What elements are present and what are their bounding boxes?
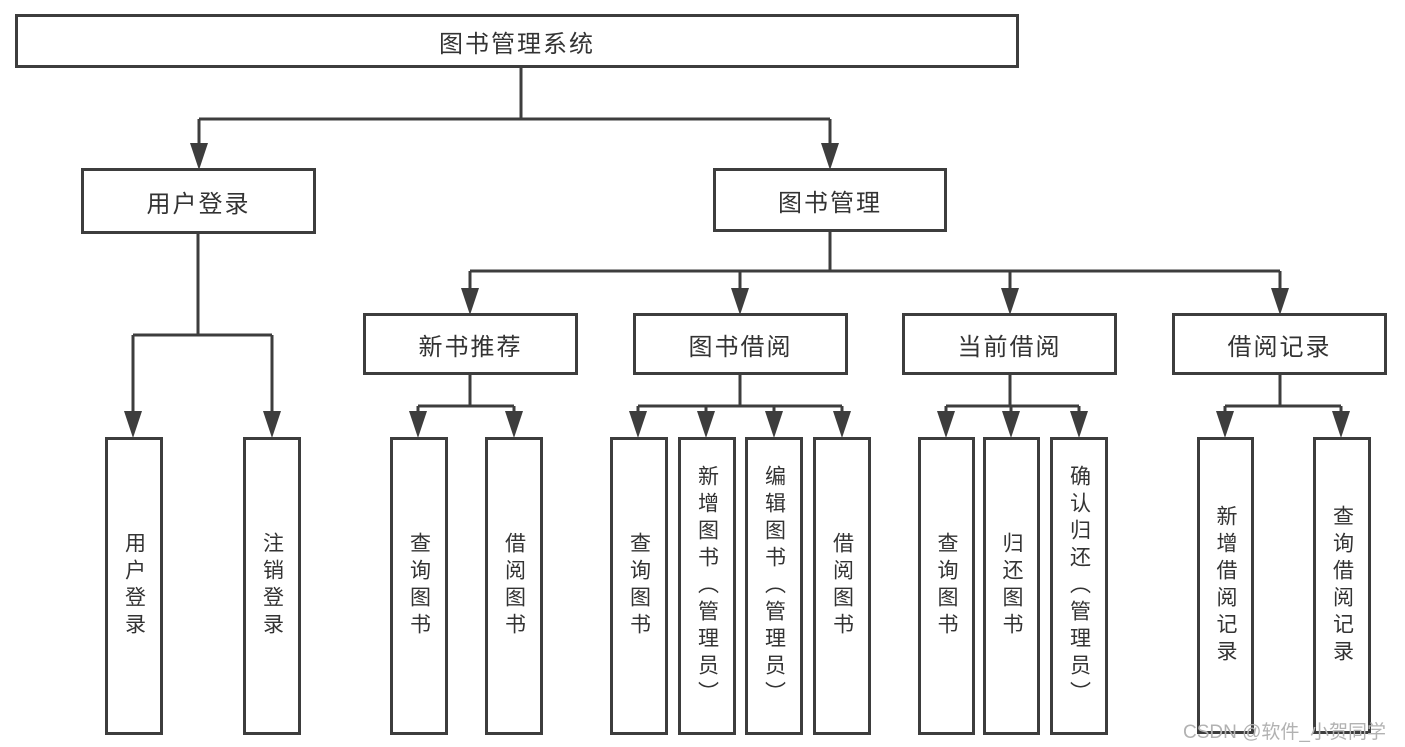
node-borrowing-records-label: 借阅记录 [1227, 333, 1332, 361]
leaf-add-books-admin-label: 新增图书（管理员） [695, 464, 719, 708]
leaf-edit-books-admin-label: 编辑图书（管理员） [762, 464, 786, 708]
leaf-return-books-label: 归还图书 [1000, 532, 1023, 640]
leaf-query-books-recommend-label: 查询图书 [407, 532, 431, 640]
node-user-login-label: 用户登录 [146, 190, 251, 218]
leaf-query-borrow-record-label: 查询借阅记录 [1330, 504, 1354, 667]
leaf-add-borrow-record: 新增借阅记录 [1197, 437, 1254, 734]
leaf-user-login-label: 用户登录 [122, 532, 146, 640]
leaf-logout: 注销登录 [243, 437, 301, 735]
node-root: 图书管理系统 [15, 14, 1019, 68]
leaf-add-borrow-record-label: 新增借阅记录 [1214, 504, 1237, 667]
node-book-borrowing-label: 图书借阅 [688, 333, 793, 361]
node-current-borrowing: 当前借阅 [902, 313, 1117, 375]
leaf-query-books-borrow: 查询图书 [610, 437, 668, 735]
node-current-borrowing-label: 当前借阅 [957, 333, 1062, 361]
leaf-query-books-borrow-label: 查询图书 [627, 532, 651, 640]
csdn-watermark: CSDN @软件_小贺同学 [1183, 722, 1386, 743]
leaf-query-books-recommend: 查询图书 [390, 437, 448, 735]
leaf-add-books-admin: 新增图书（管理员） [678, 437, 736, 735]
node-borrowing-records: 借阅记录 [1172, 313, 1387, 375]
arrowheads [124, 143, 1350, 438]
node-book-management-label: 图书管理 [778, 189, 882, 217]
node-new-book-recommendation-label: 新书推荐 [418, 333, 523, 361]
node-user-login: 用户登录 [81, 168, 316, 234]
leaf-confirm-return-admin: 确认归还（管理员） [1050, 437, 1108, 735]
node-root-label: 图书管理系统 [439, 30, 595, 58]
leaf-edit-books-admin: 编辑图书（管理员） [745, 437, 803, 735]
leaf-query-books-current: 查询图书 [918, 437, 975, 735]
leaf-confirm-return-admin-label: 确认归还（管理员） [1067, 464, 1091, 708]
leaf-borrow-books-borrow: 借阅图书 [813, 437, 871, 735]
node-book-borrowing: 图书借阅 [633, 313, 848, 375]
leaf-query-books-current-label: 查询图书 [935, 532, 958, 640]
leaf-borrow-books-recommend: 借阅图书 [485, 437, 543, 735]
node-new-book-recommendation: 新书推荐 [363, 313, 578, 375]
leaf-logout-label: 注销登录 [260, 532, 284, 640]
leaf-query-borrow-record: 查询借阅记录 [1313, 437, 1371, 734]
node-book-management: 图书管理 [713, 168, 947, 232]
leaf-return-books: 归还图书 [983, 437, 1040, 735]
leaf-borrow-books-borrow-label: 借阅图书 [830, 532, 854, 640]
leaf-borrow-books-recommend-label: 借阅图书 [502, 532, 526, 640]
leaf-user-login: 用户登录 [105, 437, 163, 735]
